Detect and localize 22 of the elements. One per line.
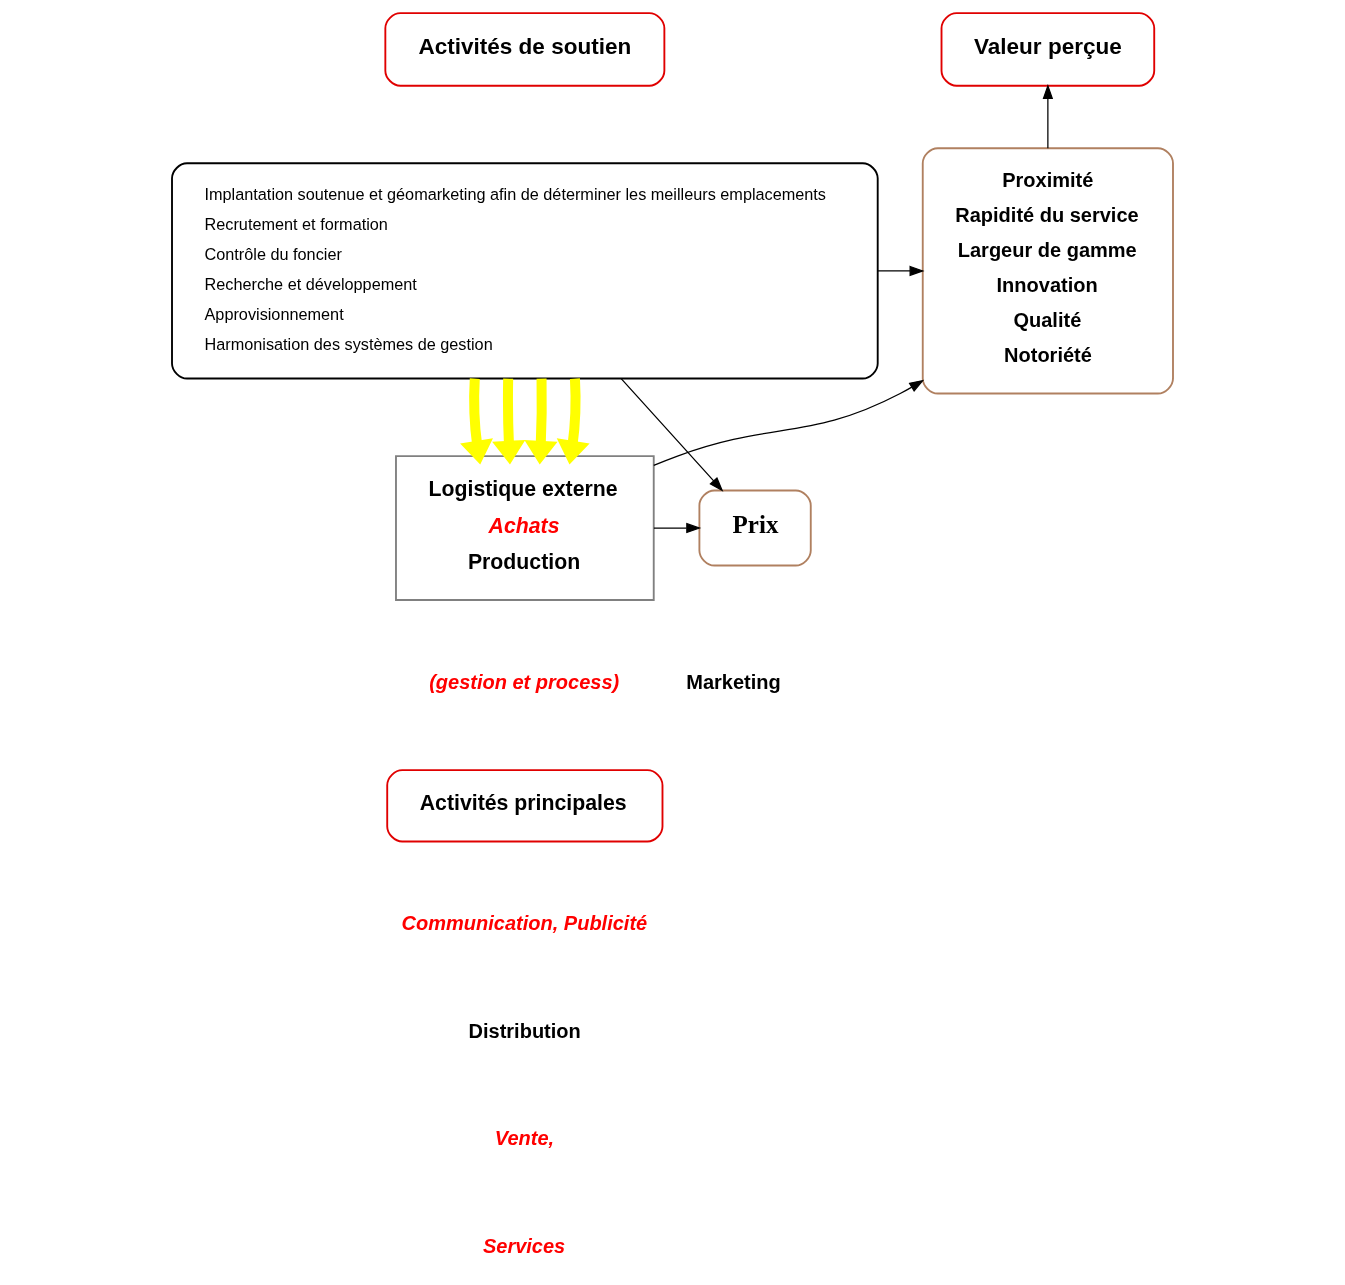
node-box: Proximité Rapidité du service Largeur de gamme Innovation Qualité Notoriété [921, 147, 1174, 395]
node-box: Activités principales [386, 769, 664, 843]
arrow [524, 378, 558, 465]
arrow [620, 378, 724, 492]
label: Services [482, 1234, 566, 1257]
arrow [1042, 83, 1054, 149]
arrow [653, 522, 702, 534]
node-box: Prix [698, 489, 812, 567]
label: Communication, Publicité [401, 912, 648, 935]
node-box: Activités de soutien [384, 12, 666, 87]
node-box: Logistique externe Achats Production [395, 455, 655, 601]
arrow [877, 265, 925, 277]
label: (gestion et process) [429, 670, 620, 693]
label: Marketing [686, 670, 781, 693]
arrow [492, 378, 526, 465]
arrow [556, 378, 590, 465]
label: Distribution [468, 1019, 581, 1042]
arrow [653, 379, 925, 466]
node-box: Implantation soutenue et géomarketing afin de déterminer les meilleurs emplacements Recrutement et formation Contrôle du foncier Recherche et développement Approvisionnement Harmonisation des systèmes de gestion [171, 162, 879, 380]
arrow [460, 378, 493, 465]
label: Vente, [494, 1127, 555, 1150]
node-box: Valeur perçue [940, 12, 1156, 87]
